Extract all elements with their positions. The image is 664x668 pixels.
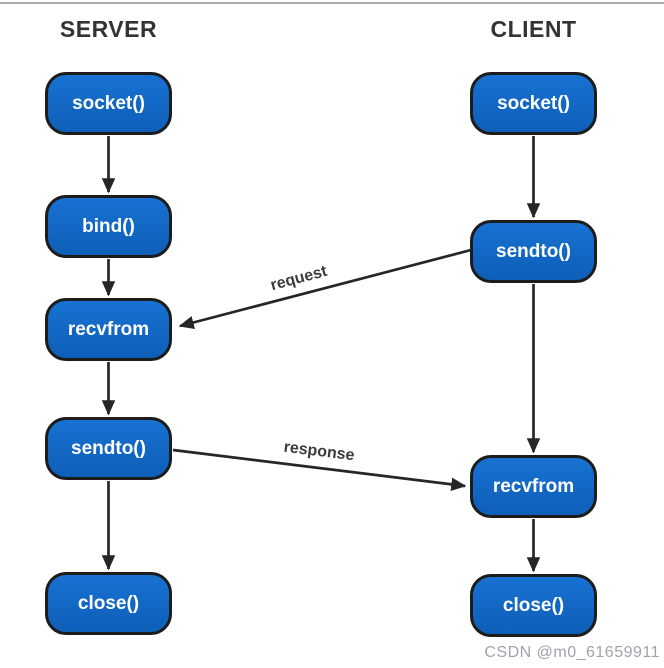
server-sendto-node: sendto()	[45, 417, 172, 480]
csdn-watermark: CSDN @m0_61659911	[484, 644, 660, 661]
arrow-request-client-to-server	[178, 248, 472, 330]
client-recvfrom-node: recvfrom	[470, 455, 597, 518]
response-edge-label: response	[282, 438, 356, 465]
client-column-heading: CLIENT	[490, 16, 577, 42]
top-divider-line	[0, 2, 664, 4]
server-recvfrom-node: recvfrom	[45, 298, 172, 361]
client-close-node: close()	[470, 574, 597, 637]
request-edge-label: request	[268, 262, 329, 295]
client-socket-node: socket()	[470, 72, 597, 135]
server-bind-node: bind()	[45, 195, 172, 258]
server-socket-node: socket()	[45, 72, 172, 135]
client-sendto-node: sendto()	[470, 220, 597, 283]
server-close-node: close()	[45, 572, 172, 635]
server-column-heading: SERVER	[59, 16, 158, 42]
